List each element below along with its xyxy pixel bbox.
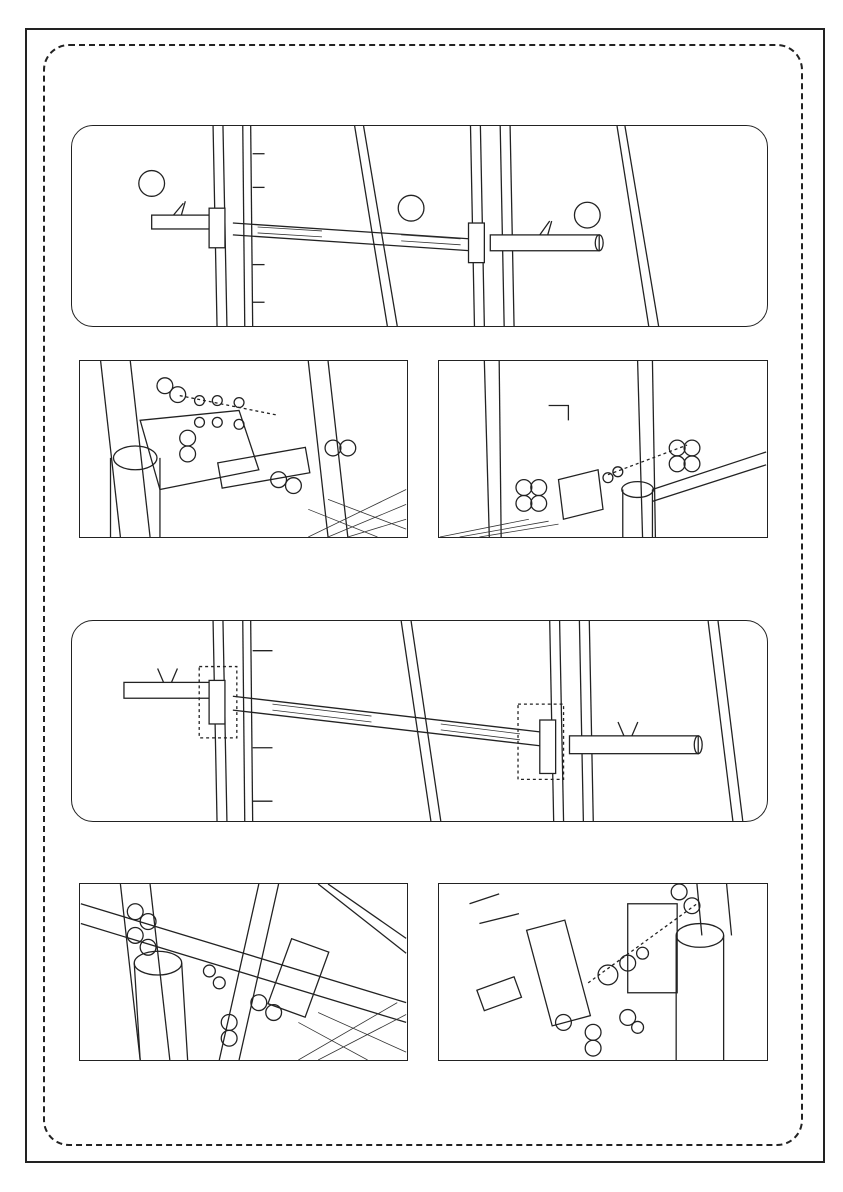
panel-overview-bottom (71, 620, 768, 822)
panel-detail-right-1 (438, 360, 768, 538)
panel-detail-left-2 (79, 883, 408, 1061)
detail-right-2-drawing (439, 884, 767, 1060)
detail-left-2-drawing (80, 884, 407, 1060)
detail-right-1-drawing (439, 361, 767, 537)
panel-overview-top (71, 125, 768, 327)
panel-detail-left-1 (79, 360, 408, 538)
panel-detail-right-2 (438, 883, 768, 1061)
detail-left-1-drawing (80, 361, 407, 537)
overview-top-drawing (72, 126, 767, 326)
overview-bottom-drawing (72, 621, 767, 821)
